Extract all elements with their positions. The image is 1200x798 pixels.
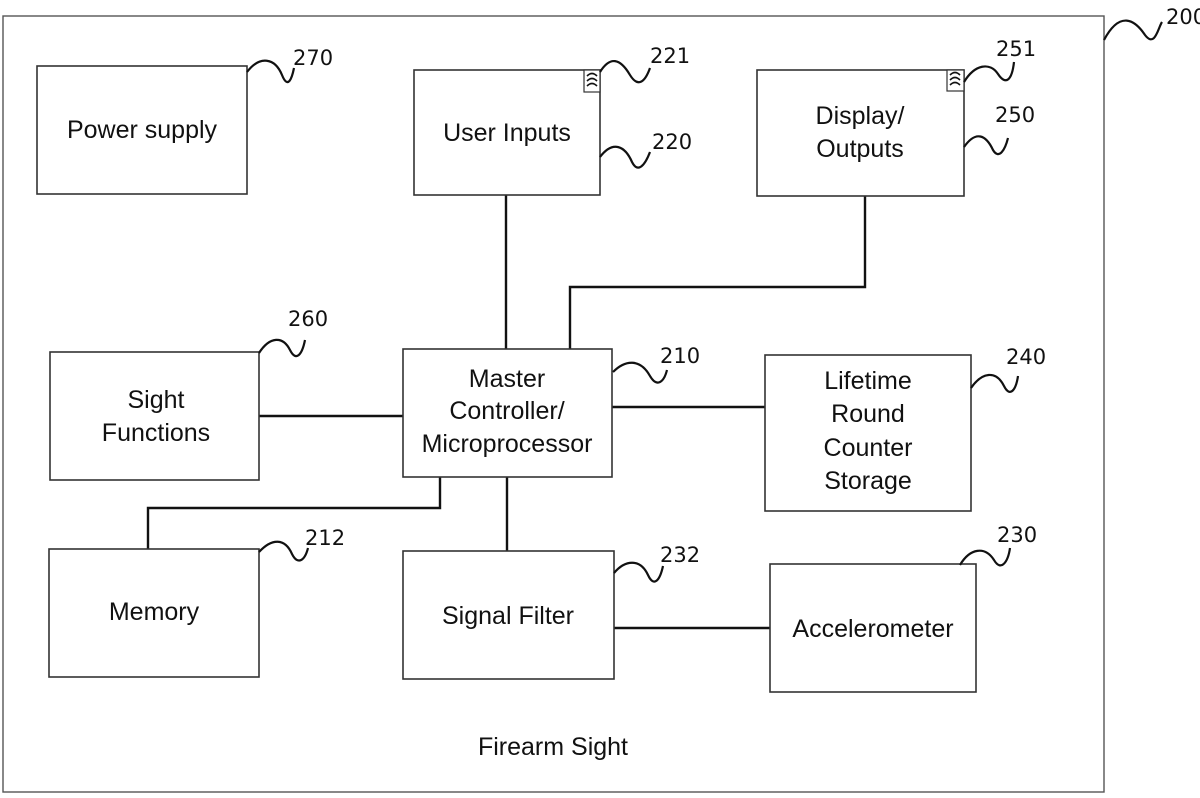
power-supply-label: Power supply	[67, 116, 218, 144]
user-inputs-box	[413, 69, 601, 196]
sight-functions-label-line2: Functions	[102, 419, 210, 447]
block-sight-functions: Sight Functions 260	[49, 307, 328, 481]
leader-260	[258, 338, 307, 358]
master-controller-box	[402, 348, 613, 478]
ref-220: 220	[652, 130, 692, 154]
accelerometer-box	[769, 563, 977, 693]
round-counter-label-line1: Lifetime	[824, 367, 912, 395]
leader-230	[959, 547, 1012, 567]
connection-wires	[146, 195, 867, 630]
leader-250	[963, 135, 1010, 156]
user-inputs-label: User Inputs	[443, 119, 571, 147]
ref-210: 210	[660, 344, 700, 368]
signal-filter-label: Signal Filter	[442, 602, 574, 630]
display-outputs-label-line1: Display/	[816, 102, 905, 130]
ref-250: 250	[995, 103, 1035, 127]
leader-212	[258, 540, 310, 562]
wireless-icon	[583, 69, 601, 93]
wire-controller-memory	[146, 477, 442, 549]
ref-240: 240	[1006, 345, 1046, 369]
power-supply-box	[36, 65, 248, 195]
ref-251: 251	[996, 37, 1036, 61]
leader-251	[963, 61, 1016, 83]
accelerometer-label: Accelerometer	[792, 615, 953, 643]
block-memory: Memory 212	[48, 526, 345, 678]
ref-260: 260	[288, 307, 328, 331]
block-accelerometer: Accelerometer 230	[769, 523, 1037, 693]
block-master-controller: Master Controller/ Microprocessor 210	[402, 344, 700, 478]
block-signal-filter: Signal Filter 232	[402, 543, 700, 680]
block-display-outputs: Display/ Outputs 251 250	[756, 37, 1036, 197]
ref-221: 221	[650, 44, 690, 68]
memory-box	[48, 548, 260, 678]
ref-270: 270	[293, 46, 333, 70]
leader-221	[599, 60, 652, 84]
master-controller-label-line2: Controller/	[449, 397, 564, 425]
round-counter-label-line2: Round	[831, 400, 905, 428]
sight-functions-label-line1: Sight	[128, 386, 185, 414]
round-counter-box	[764, 354, 972, 512]
master-controller-label-line3: Microprocessor	[422, 430, 593, 458]
leader-270	[246, 59, 296, 84]
block-power-supply: Power supply 270	[36, 46, 333, 195]
diagram-title: Firearm Sight	[478, 733, 628, 761]
signal-filter-box	[402, 550, 615, 680]
ref-212: 212	[305, 526, 345, 550]
leader-210	[612, 361, 669, 384]
leader-232	[613, 561, 665, 583]
ref-200: 200	[1166, 5, 1200, 29]
firearm-sight-frame	[2, 15, 1105, 793]
block-user-inputs: User Inputs 221 220	[413, 44, 692, 196]
master-controller-label-line1: Master	[469, 365, 545, 393]
wireless-icon	[946, 69, 965, 92]
round-counter-label-line4: Storage	[824, 467, 912, 495]
ref-230: 230	[997, 523, 1037, 547]
leader-220	[599, 145, 652, 169]
memory-label: Memory	[109, 598, 200, 626]
sight-functions-box	[49, 351, 260, 481]
leader-240	[970, 373, 1020, 393]
block-round-counter-storage: Lifetime Round Counter Storage 240	[764, 345, 1046, 512]
display-outputs-box	[756, 69, 965, 197]
display-outputs-label-line2: Outputs	[816, 135, 904, 163]
wire-display-controller	[568, 196, 867, 349]
ref-232: 232	[660, 543, 700, 567]
leader-200	[1103, 19, 1163, 41]
round-counter-label-line3: Counter	[824, 434, 913, 462]
